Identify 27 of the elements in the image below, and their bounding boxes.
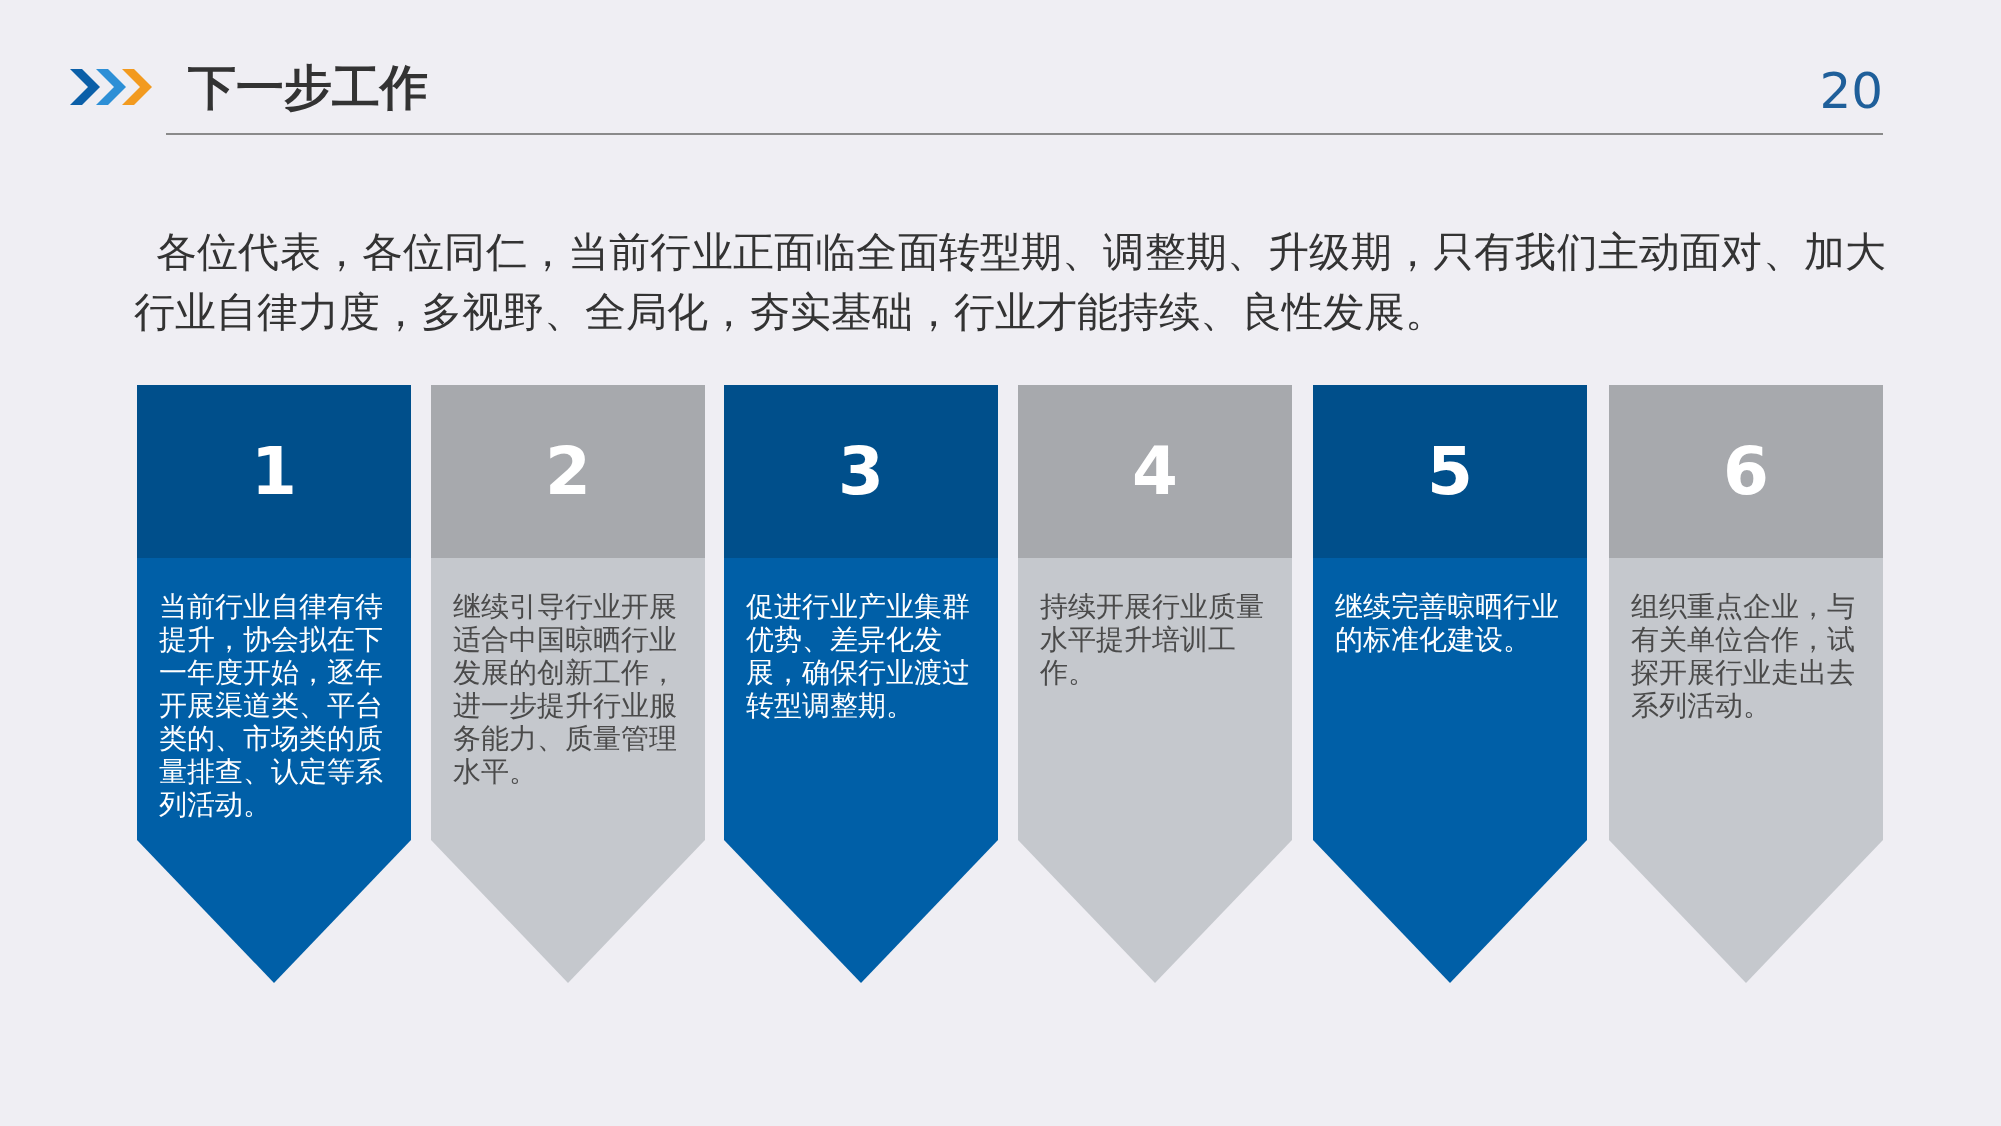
- chevron-card: [724, 558, 998, 983]
- number-band: [1018, 385, 1292, 559]
- number-band: [1609, 385, 1883, 559]
- step-number: 4: [1131, 439, 1179, 505]
- step-text: 继续完善晾晒行业的标准化建设。: [1335, 590, 1560, 656]
- step-number: 3: [837, 439, 885, 505]
- chevron-card: [1018, 558, 1292, 983]
- chevron-card: [1609, 558, 1883, 983]
- chevron-card: [137, 558, 411, 983]
- step-number: 6: [1722, 439, 1770, 505]
- step-text: 当前行业自律有待提升，协会拟在下一年度开始，逐年开展渠道类、平台类的、市场类的质量排查、认定等系列活动。: [159, 590, 384, 821]
- page-number: 20: [1819, 62, 1883, 120]
- step-text: 持续开展行业质量水平提升培训工作。: [1040, 590, 1265, 689]
- number-band: [431, 385, 705, 559]
- step-text: 促进行业产业集群优势、差异化发展，确保行业渡过转型调整期。: [746, 590, 971, 722]
- chevron-card: [1313, 558, 1587, 983]
- step-number: 2: [544, 439, 592, 505]
- number-band: [1313, 385, 1587, 559]
- number-band: [724, 385, 998, 559]
- intro-paragraph: 各位代表，各位同仁，当前行业正面临全面转型期、调整期、升级期，只有我们主动面对、加大行业自律力度，多视野、全局化，夯实基础，行业才能持续、良性发展。: [134, 227, 1886, 338]
- page-title: 下一步工作: [188, 58, 428, 117]
- step-number: 1: [250, 439, 298, 505]
- number-band: [137, 385, 411, 559]
- step-text: 组织重点企业，与有关单位合作，试探开展行业走出去系列活动。: [1631, 590, 1856, 722]
- step-number: 5: [1426, 439, 1474, 505]
- chevron-card: [431, 558, 705, 983]
- step-text: 继续引导行业开展适合中国晾晒行业发展的创新工作，进一步提升行业服务能力、质量管理水平。: [453, 590, 678, 788]
